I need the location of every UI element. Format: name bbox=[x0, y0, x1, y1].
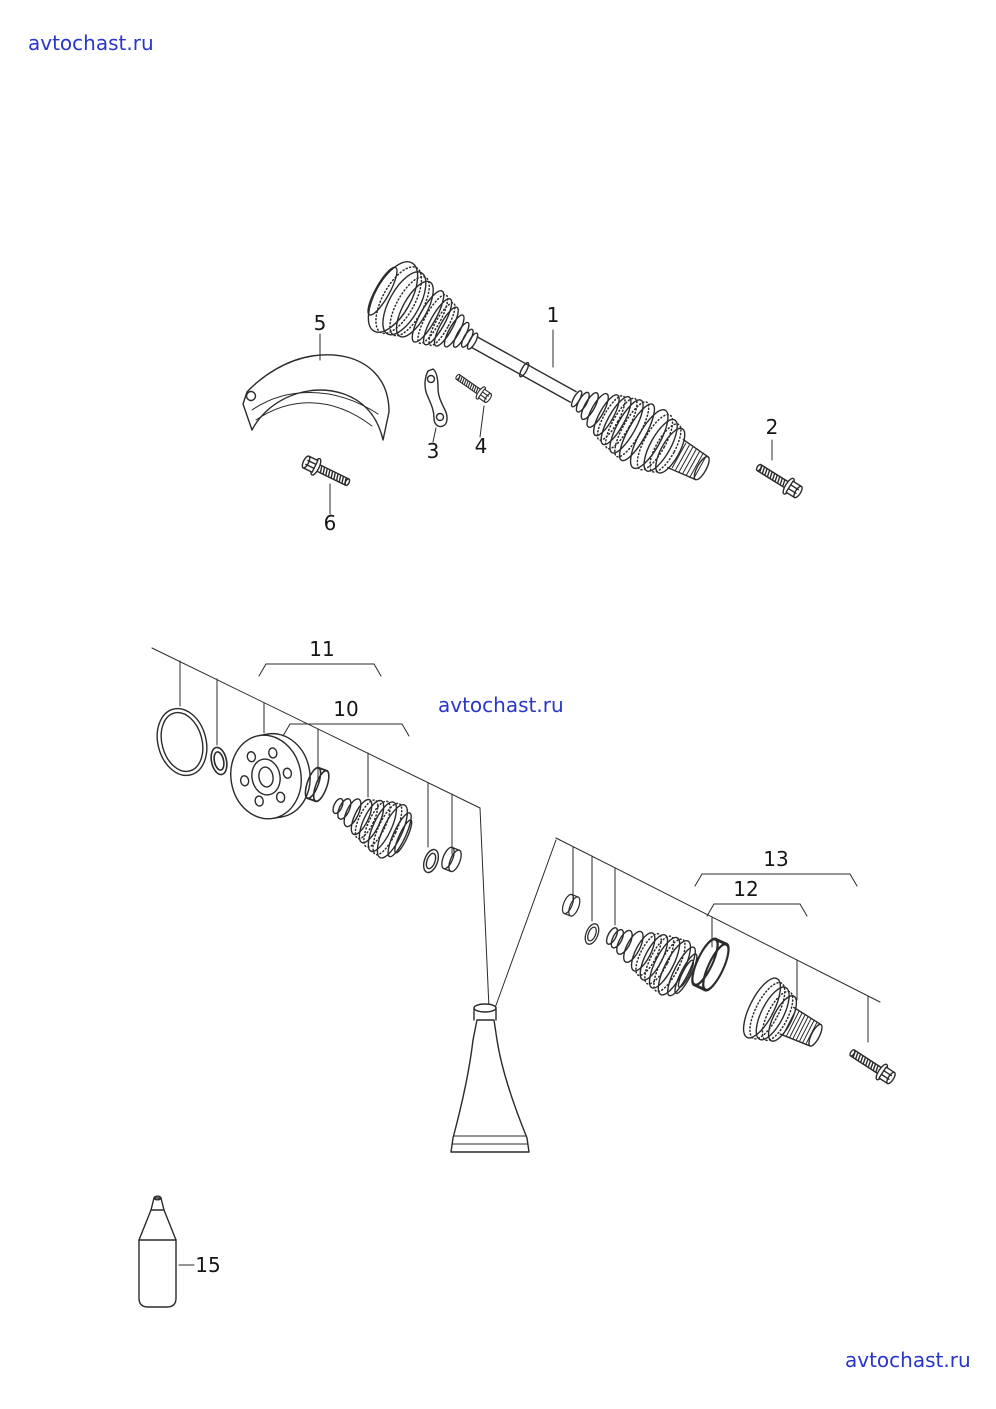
callout-4-leader bbox=[479, 405, 485, 438]
callout-1-label: 1 bbox=[547, 303, 560, 327]
group-bracket-10 bbox=[282, 723, 410, 737]
callout-6-label: 6 bbox=[324, 511, 337, 535]
bolt-right bbox=[845, 1043, 899, 1088]
drive-shaft-assembly bbox=[367, 261, 710, 481]
callout-5-label: 5 bbox=[314, 311, 327, 335]
flange-hub bbox=[230, 732, 311, 820]
bolt-6 bbox=[299, 452, 354, 492]
callout-13-label: 13 bbox=[763, 847, 788, 871]
callout-12-label: 12 bbox=[733, 877, 758, 901]
callout-3-leader bbox=[432, 427, 437, 443]
heat-shield bbox=[242, 354, 390, 441]
watermark-top-left: avtochast.ru bbox=[28, 31, 154, 55]
bolt-4 bbox=[451, 369, 495, 406]
seal-ring bbox=[156, 707, 208, 777]
grease-bottle bbox=[138, 1195, 177, 1308]
retaining-plate bbox=[424, 368, 448, 428]
callout-11-label: 11 bbox=[309, 637, 334, 661]
left-group-leader-lines bbox=[151, 647, 490, 1009]
callout-3-label: 3 bbox=[427, 439, 440, 463]
outer-cv-joint bbox=[742, 977, 823, 1047]
callout-2-label: 2 bbox=[766, 415, 779, 439]
right-group-leader-lines bbox=[494, 837, 881, 1043]
bolt-2 bbox=[751, 458, 806, 502]
group-bracket-12 bbox=[706, 903, 808, 917]
boot-clamp-small bbox=[301, 764, 333, 805]
callout-10-label: 10 bbox=[333, 697, 358, 721]
outer-cv-boot bbox=[605, 927, 698, 997]
boot-washer bbox=[581, 921, 603, 947]
group-bracket-11 bbox=[258, 663, 382, 677]
inner-cv-boot bbox=[332, 797, 413, 859]
watermark-center: avtochast.ru bbox=[438, 693, 564, 717]
callout-4-label: 4 bbox=[475, 434, 488, 458]
boot-clamp-band bbox=[686, 934, 735, 995]
group-bracket-13 bbox=[694, 873, 858, 887]
watermark-bottom-right: avtochast.ru bbox=[845, 1348, 971, 1372]
boot-clamp-small-3 bbox=[559, 892, 583, 919]
washer bbox=[208, 745, 230, 777]
grease-tube bbox=[450, 1003, 530, 1153]
callout-15-label: 15 bbox=[195, 1253, 220, 1277]
boot-ring bbox=[420, 846, 442, 876]
